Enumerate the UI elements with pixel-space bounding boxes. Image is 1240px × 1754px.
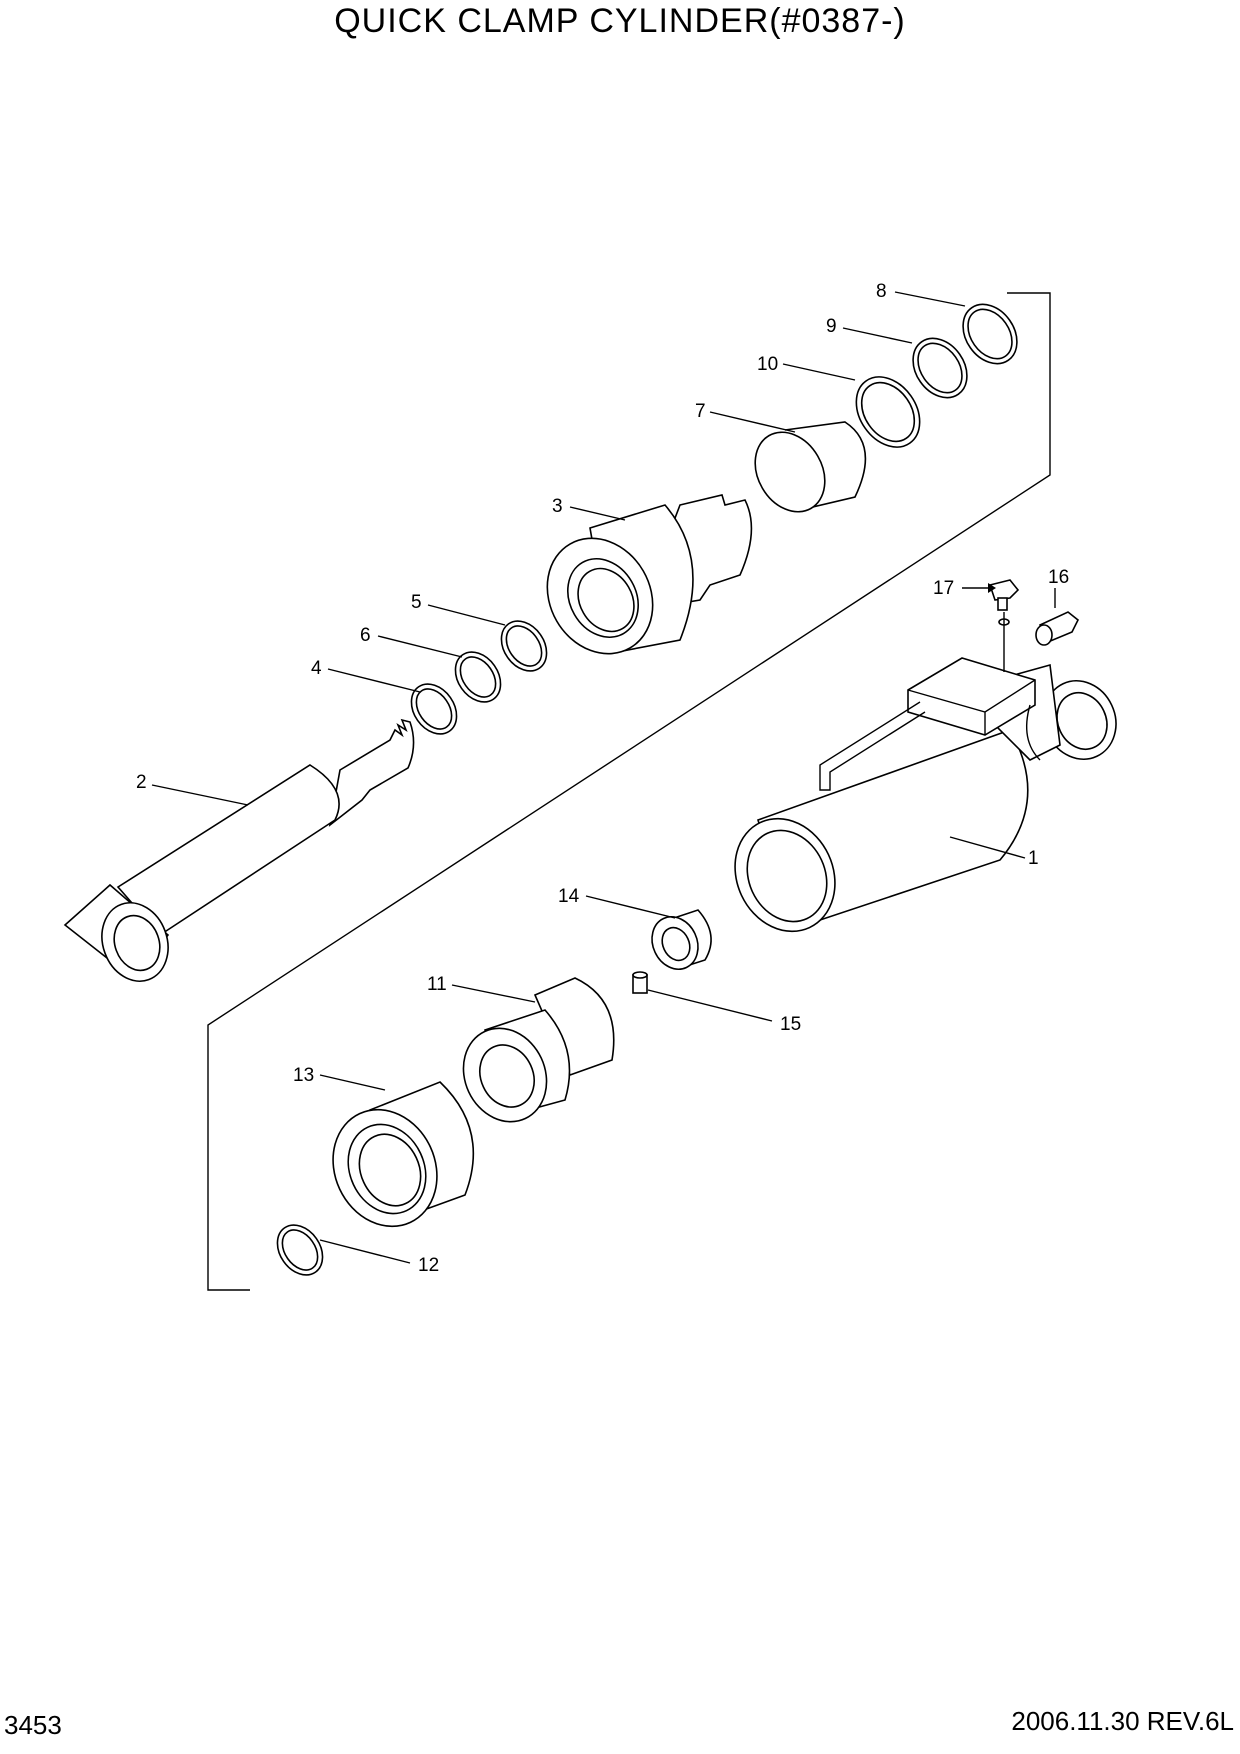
part-5-ring [500,620,548,672]
callout-10: 10 [757,354,778,375]
revision-date: 2006.11.30 REV.6L [1011,1706,1234,1736]
callout-7: 7 [695,401,706,422]
callout-13: 13 [293,1065,314,1086]
callout-9: 9 [826,316,837,337]
part-4-ring [410,683,458,735]
callout-1: 1 [1028,848,1039,869]
callout-17: 17 [933,578,954,599]
callout-15: 15 [780,1014,801,1035]
part-13-sleeve [332,1081,475,1228]
part-14-bushing [651,909,712,970]
callout-14: 14 [558,886,580,907]
part-2-rod [63,718,415,982]
callout-12: 12 [418,1255,439,1276]
callout-8: 8 [876,281,887,302]
part-1-cylinder-tube [734,657,1117,933]
part-10-oring [855,376,921,448]
callout-2: 2 [136,772,147,793]
callout-6: 6 [360,625,371,646]
part-3-gland [546,494,753,655]
assembly-plane-outline [207,292,1051,1291]
part-15-pin [632,971,648,994]
part-12-ring [276,1224,324,1276]
callout-5: 5 [411,592,422,613]
part-7-plug [754,421,867,513]
callout-3: 3 [552,496,563,517]
part-6-ring [454,651,502,703]
callout-11: 11 [427,974,447,995]
callout-16: 16 [1048,567,1069,588]
part-8-oring [962,303,1018,365]
part-9-oring [912,337,968,399]
part-16-fitting [1035,611,1080,646]
callout-4: 4 [311,658,322,679]
part-11-piston [462,977,615,1123]
part-17-bolt [988,579,1020,626]
page-number: 3453 [4,1710,62,1740]
page-title: QUICK CLAMP CYLINDER(#0387-) [334,2,906,40]
leader-lines [151,291,1056,1264]
